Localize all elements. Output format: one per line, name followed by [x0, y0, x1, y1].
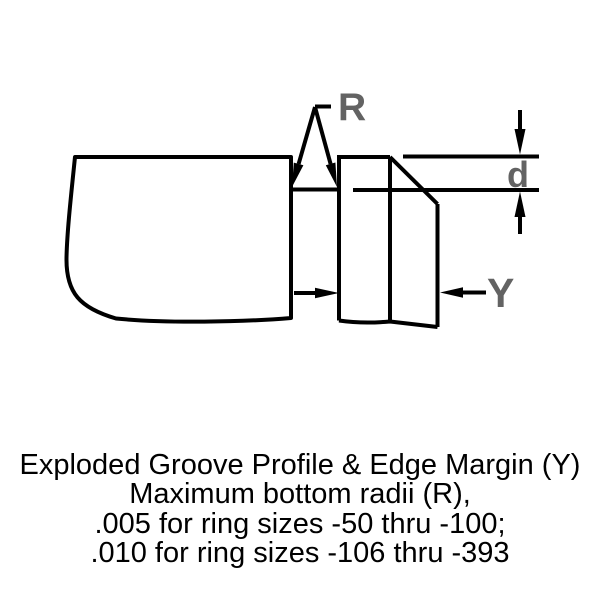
groove-depth-label: d: [507, 154, 529, 195]
margin-inner-arrowhead: [315, 287, 339, 299]
depth-dimension: [353, 110, 539, 234]
caption-line-small-sizes: .005 for ring sizes -50 thru -100;: [94, 507, 506, 540]
caption-line-radii: Maximum bottom radii (R),: [129, 478, 471, 511]
caption-block: Exploded Groove Profile & Edge Margin (Y…: [0, 449, 600, 570]
caption-line-large-sizes: .010 for ring sizes -106 thru -393: [90, 537, 510, 570]
edge-margin-label: Y: [487, 270, 515, 316]
radius-leader-right-line: [313, 106, 333, 165]
radius-leader: [292, 104, 337, 187]
ring-chamfer-line: [388, 155, 439, 206]
edge-margin-dimension: [294, 287, 486, 299]
ring-block-outline: [337, 155, 440, 329]
depth-lower-arrowhead: [514, 191, 526, 217]
shaft-body-outline: [64, 155, 339, 324]
shaft-body-path: [64, 155, 293, 324]
radius-arrowhead-right: [325, 162, 337, 187]
ring-bottom-edge: [338, 318, 438, 329]
margin-outer-arrowhead: [440, 287, 463, 298]
caption-line-title: Exploded Groove Profile & Edge Margin (Y…: [19, 449, 581, 481]
radius-label: R: [338, 86, 367, 129]
depth-upper-arrowhead: [514, 129, 526, 155]
radius-arrowhead-left: [292, 162, 304, 187]
radius-leader-left-line: [296, 106, 317, 165]
